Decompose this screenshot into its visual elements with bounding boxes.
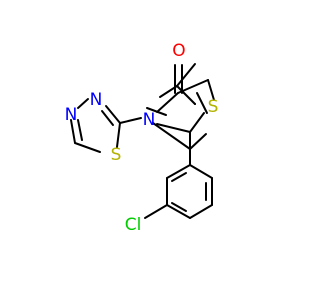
atom-labels: O N S N N S Cl: [65, 38, 219, 235]
oxygen-label: O: [172, 41, 185, 61]
thiazolidinone-ring: [146, 63, 208, 150]
nitrogen-label-thiadiazole-b: N: [65, 105, 78, 125]
sulfur-label-thiadiazole: S: [111, 145, 122, 165]
structure-diagram: O N S N N S Cl: [64, 38, 219, 235]
nitrogen-label-thiadiazole-a: N: [90, 90, 103, 110]
nitrogen-label-thiazolidine: N: [143, 110, 156, 130]
core-bonds: [156, 64, 215, 133]
chlorophenyl-ring: [144, 131, 213, 219]
sulfur-label-thiazolidine: S: [208, 97, 219, 117]
chlorine-label: Cl: [125, 215, 142, 235]
thiadiazole-ring: [70, 98, 142, 153]
